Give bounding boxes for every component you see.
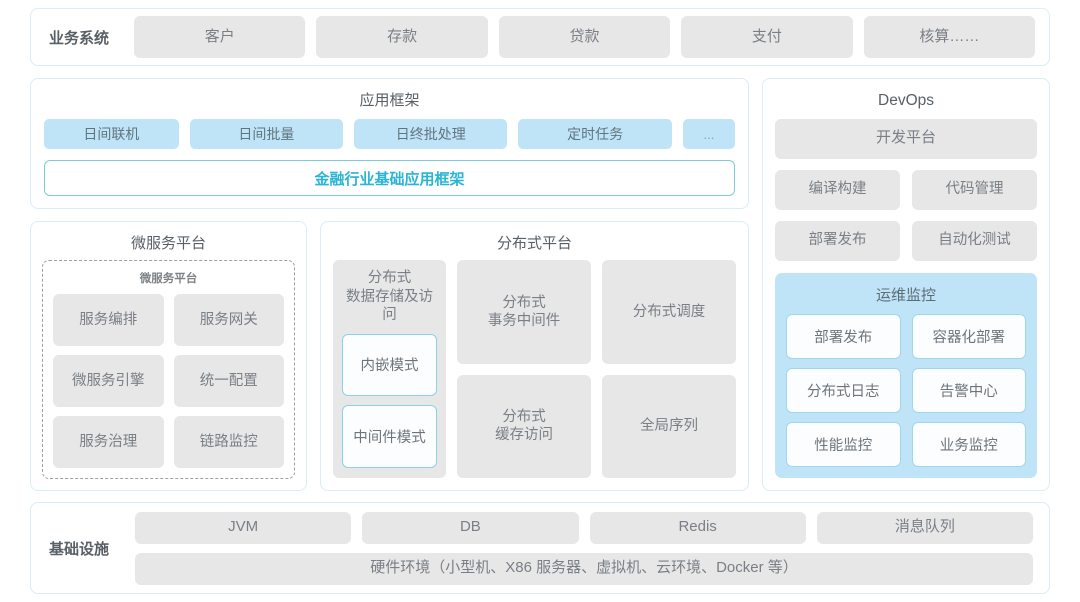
distributed-middle-column: 分布式 事务中间件 分布式 缓存访问 (457, 260, 592, 478)
infra-item-message-queue[interactable]: 消息队列 (816, 511, 1033, 544)
devops-title: DevOps (878, 92, 934, 109)
microservice-platform-title: 微服务平台 (130, 235, 206, 252)
ops-item-deploy-release[interactable]: 部署发布 (786, 313, 901, 359)
distributed-platform-body: 分布式 数据存储及访问 内嵌模式 中间件模式 (333, 260, 736, 478)
dist-item-global-sequence[interactable]: 全局序列 (602, 374, 736, 478)
ops-item-business-monitoring[interactable]: 业务监控 (911, 421, 1026, 467)
distributed-right-column: 分布式调度 全局序列 (602, 260, 736, 478)
application-framework-tags: 日间联机 日间批量 日终批处理 定时任务 ... (44, 119, 735, 149)
business-system-item-deposit[interactable]: 存款 (316, 16, 488, 58)
business-systems-section: 业务系统 客户 存款 贷款 支付 核算…… (30, 8, 1050, 66)
application-framework-title: 应用框架 (359, 92, 420, 109)
dist-cache-line1: 分布式 (502, 409, 546, 426)
app-tag-daytime-batch[interactable]: 日间批量 (189, 119, 344, 149)
infrastructure-hardware-row: 硬件环境（小型机、X86 服务器、虚拟机、云环境、Docker 等） (135, 552, 1033, 585)
devops-item-code-management[interactable]: 代码管理 (912, 169, 1037, 210)
platform-zone: 应用框架 日间联机 日间批量 日终批处理 定时任务 ... 金融行业基础应用框架… (30, 78, 1050, 491)
ops-monitoring-grid: 部署发布 容器化部署 分布式日志 告警中心 性能监控 业务监控 (786, 313, 1026, 467)
ops-monitoring-panel: 运维监控 部署发布 容器化部署 分布式日志 告警中心 性能监控 业务监控 (775, 272, 1037, 478)
ops-item-containerized-deploy[interactable]: 容器化部署 (911, 313, 1026, 359)
app-tag-daytime-online[interactable]: 日间联机 (44, 119, 179, 149)
devops-column: DevOps 开发平台 编译构建 代码管理 部署发布 自动化测试 运维监控 部署… (762, 78, 1050, 491)
ms-item-service-orchestration[interactable]: 服务编排 (53, 294, 164, 346)
ops-item-performance-monitoring[interactable]: 性能监控 (786, 421, 901, 467)
distributed-storage-modes: 内嵌模式 中间件模式 (342, 333, 438, 469)
storage-mode-embedded[interactable]: 内嵌模式 (342, 333, 438, 397)
devops-item-automated-testing[interactable]: 自动化测试 (912, 220, 1037, 261)
microservice-platform-section: 微服务平台 微服务平台 服务编排 服务网关 微服务引擎 统一配置 服务治理 链路… (30, 221, 307, 491)
ms-item-service-gateway[interactable]: 服务网关 (173, 294, 284, 346)
app-tag-scheduled-task[interactable]: 定时任务 (518, 119, 672, 149)
infrastructure-label: 基础设施 (49, 540, 110, 558)
infra-item-redis[interactable]: Redis (589, 511, 806, 544)
devops-tools-grid: 编译构建 代码管理 部署发布 自动化测试 (775, 169, 1037, 261)
application-framework-section: 应用框架 日间联机 日间批量 日终批处理 定时任务 ... 金融行业基础应用框架 (30, 78, 749, 209)
storage-title-line2: 数据存储及访问 (346, 288, 434, 324)
devops-item-dev-platform[interactable]: 开发平台 (775, 118, 1037, 159)
infra-item-hardware-environment[interactable]: 硬件环境（小型机、X86 服务器、虚拟机、云环境、Docker 等） (135, 552, 1033, 585)
business-system-item-loan[interactable]: 贷款 (498, 16, 671, 58)
distributed-storage-column: 分布式 数据存储及访问 内嵌模式 中间件模式 (333, 260, 447, 478)
financial-base-framework-banner: 金融行业基础应用框架 (44, 160, 735, 196)
business-systems-label: 业务系统 (49, 29, 110, 47)
dist-cache-line2: 缓存访问 (495, 427, 554, 444)
ops-monitoring-title: 运维监控 (875, 286, 936, 304)
app-tag-eod-batch[interactable]: 日终批处理 (354, 119, 508, 149)
platform-left-column: 应用框架 日间联机 日间批量 日终批处理 定时任务 ... 金融行业基础应用框架… (30, 78, 749, 491)
infrastructure-section: 基础设施 JVM DB Redis 消息队列 硬件环境（小型机、X86 服务器、… (30, 502, 1050, 594)
dist-item-transaction-middleware[interactable]: 分布式 事务中间件 (457, 260, 592, 364)
infra-item-db[interactable]: DB (362, 511, 579, 544)
business-system-item-payment[interactable]: 支付 (681, 16, 853, 58)
distributed-platform-section: 分布式平台 分布式 数据存储及访问 内嵌模式 中间件模式 (320, 221, 749, 491)
ops-item-alert-center[interactable]: 告警中心 (911, 367, 1026, 413)
ops-item-distributed-logging[interactable]: 分布式日志 (786, 367, 901, 413)
devops-section: DevOps 开发平台 编译构建 代码管理 部署发布 自动化测试 运维监控 部署… (762, 78, 1050, 491)
microservice-platform-inner-title: 微服务平台 (139, 273, 198, 285)
dist-tx-line1: 分布式 (502, 294, 546, 311)
ms-item-microservice-engine[interactable]: 微服务引擎 (53, 355, 164, 407)
infra-item-jvm[interactable]: JVM (135, 511, 352, 544)
ms-item-unified-config[interactable]: 统一配置 (173, 355, 284, 407)
distributed-data-storage-box[interactable]: 分布式 数据存储及访问 内嵌模式 中间件模式 (333, 260, 447, 478)
business-system-item-accounting[interactable]: 核算…… (863, 16, 1036, 58)
dist-item-cache-access[interactable]: 分布式 缓存访问 (457, 374, 592, 478)
dist-item-scheduling[interactable]: 分布式调度 (602, 260, 736, 364)
distributed-platform-title: 分布式平台 (496, 235, 572, 252)
storage-mode-middleware[interactable]: 中间件模式 (342, 405, 438, 469)
microservice-platform-inner-panel: 微服务平台 服务编排 服务网关 微服务引擎 统一配置 服务治理 链路监控 (42, 260, 295, 479)
infrastructure-stack: JVM DB Redis 消息队列 硬件环境（小型机、X86 服务器、虚拟机、云… (135, 511, 1033, 585)
app-tag-more[interactable]: ... (682, 119, 735, 149)
microservice-platform-grid: 服务编排 服务网关 微服务引擎 统一配置 服务治理 链路监控 (53, 294, 284, 468)
devops-item-compile-build[interactable]: 编译构建 (775, 169, 900, 210)
ms-item-service-governance[interactable]: 服务治理 (53, 416, 164, 468)
storage-title-line1: 分布式 (367, 270, 412, 286)
devops-item-deploy-release[interactable]: 部署发布 (775, 220, 900, 261)
platform-lower-row: 微服务平台 微服务平台 服务编排 服务网关 微服务引擎 统一配置 服务治理 链路… (30, 221, 749, 491)
dist-tx-line2: 事务中间件 (487, 312, 561, 329)
distributed-data-storage-title: 分布式 数据存储及访问 (342, 269, 437, 325)
infrastructure-components-row: JVM DB Redis 消息队列 (135, 511, 1033, 544)
ms-item-trace-monitoring[interactable]: 链路监控 (173, 416, 284, 468)
business-system-item-customer[interactable]: 客户 (134, 16, 306, 58)
